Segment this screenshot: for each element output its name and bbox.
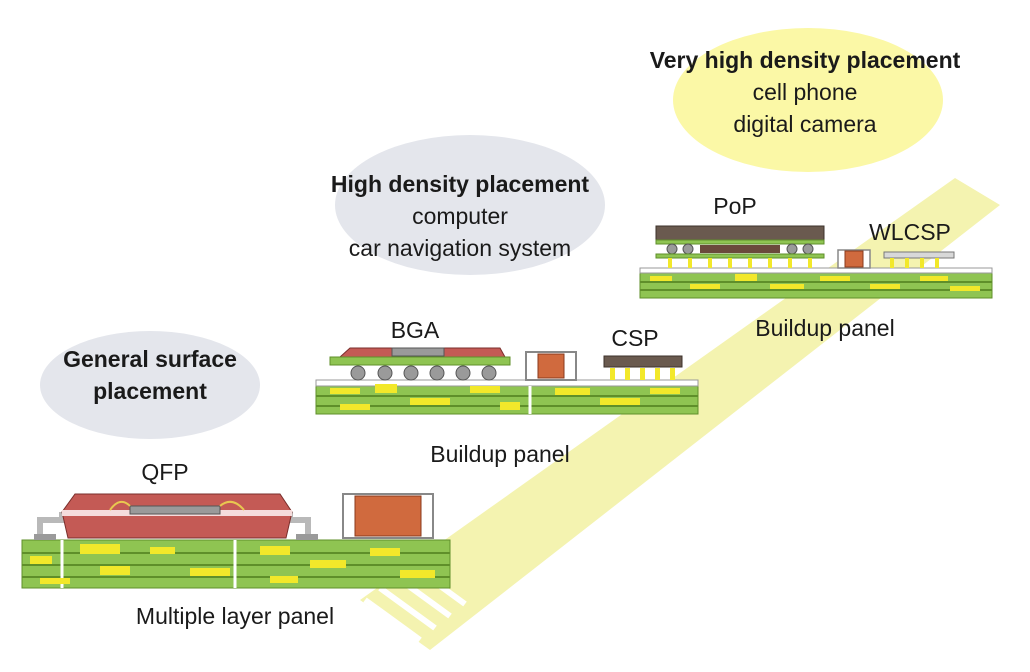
buildup-panel-3-label: Buildup panel (755, 315, 895, 341)
qfp-label: QFP (141, 459, 189, 485)
tier-very-high-heading: Very high density placement (649, 47, 961, 73)
pop-label: PoP (713, 193, 757, 219)
tier-very-high-text: Very high density placement cell phone d… (590, 44, 1020, 140)
tier-high-text: High density placement computer car navi… (285, 168, 635, 264)
bubble-very-high (673, 28, 943, 172)
tier-high-example-1: computer (412, 203, 508, 229)
bga-label: BGA (390, 317, 440, 343)
tier-very-high-example-1: cell phone (752, 79, 858, 105)
multilayer-panel-label: Multiple layer panel (135, 603, 335, 629)
buildup-panel-2 (315, 379, 699, 415)
bubble-general (40, 331, 260, 439)
csp-package-art (603, 355, 683, 380)
tier-high-heading: High density placement (330, 171, 590, 197)
chip-capacitor-3 (837, 249, 871, 269)
multilayer-panel (21, 539, 451, 589)
bubble-high (335, 135, 605, 275)
tier-general-heading-line-1: General surface (63, 346, 237, 372)
bga-package-art (329, 347, 511, 381)
tier-high-example-2: car navigation system (348, 235, 572, 261)
chip-capacitor-2 (525, 351, 577, 381)
qfp-package-art (34, 493, 318, 540)
tier-general-heading: General surface placement (30, 343, 270, 407)
tier-very-high-example-2: digital camera (733, 111, 877, 137)
chip-capacitor-1 (342, 493, 434, 539)
buildup-panel-3 (639, 267, 993, 299)
tier-general-heading-line-2: placement (93, 378, 207, 404)
wlcsp-label: WLCSP (869, 219, 951, 245)
wlcsp-package-art (883, 251, 955, 268)
buildup-panel-2-label: Buildup panel (430, 441, 570, 467)
pop-package-art (655, 225, 825, 268)
csp-label: CSP (611, 325, 659, 351)
